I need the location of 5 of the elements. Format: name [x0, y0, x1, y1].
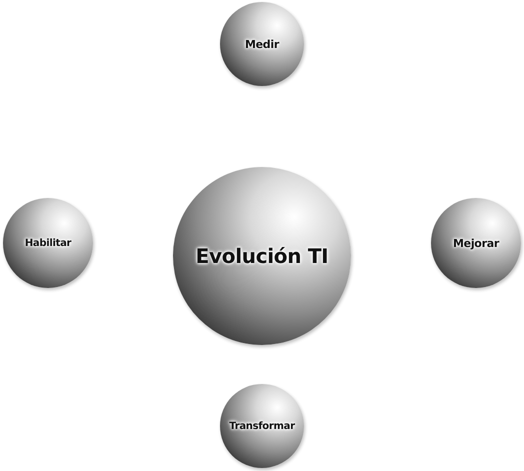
sphere-label: Mejorar	[453, 236, 499, 250]
sphere-label: Transformar	[229, 420, 295, 432]
sphere-label: Habilitar	[24, 238, 72, 248]
sphere-label: Medir	[245, 38, 279, 50]
sphere-label: Evolución TI	[196, 244, 328, 268]
